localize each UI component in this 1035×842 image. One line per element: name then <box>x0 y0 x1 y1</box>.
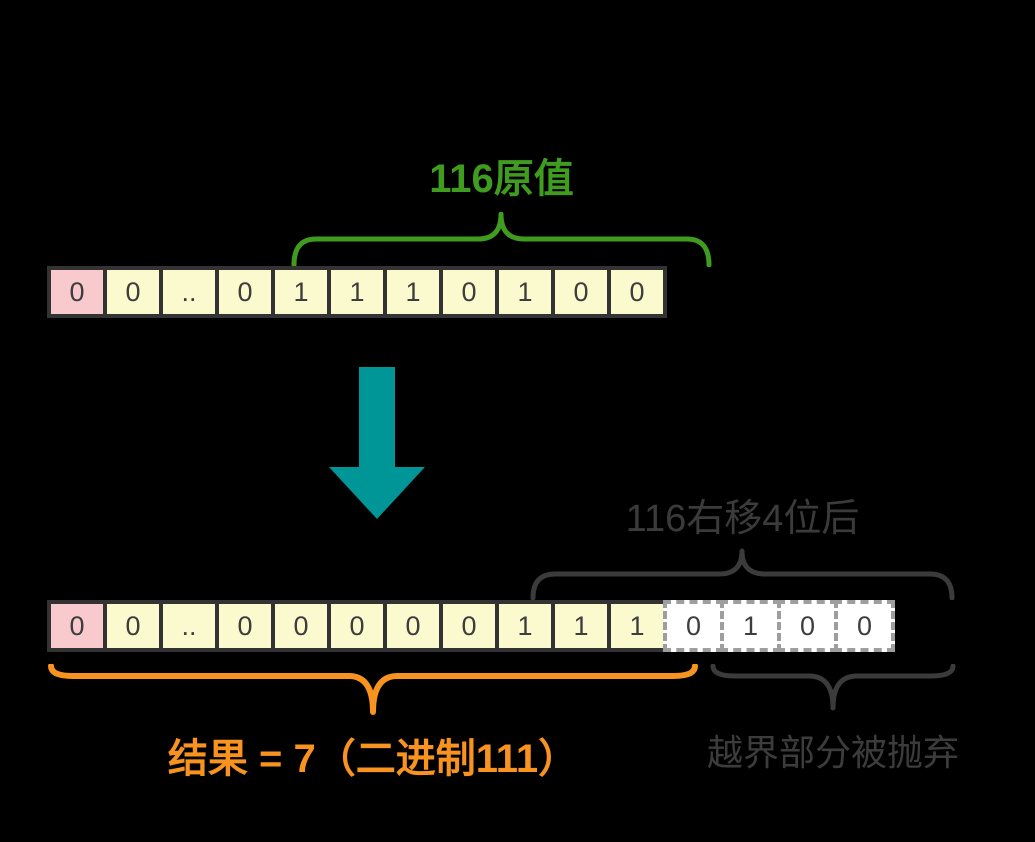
shifted-value-brace <box>530 548 955 600</box>
bit-cell: 1 <box>495 600 555 652</box>
bit-cell: 1 <box>495 266 555 318</box>
down-arrow-icon <box>329 367 425 519</box>
shifted-bit-row: 0 0 .. 0 0 0 0 0 1 1 1 0 1 0 0 <box>47 600 895 652</box>
bit-cell: 0 <box>607 266 667 318</box>
bit-cell: 0 <box>215 600 275 652</box>
bit-cell: 1 <box>271 266 331 318</box>
shift-operation-arrow <box>329 367 425 519</box>
sign-bit-cell: 0 <box>47 600 107 652</box>
brace-down-icon <box>48 664 698 715</box>
bit-cell: 0 <box>439 266 499 318</box>
bit-cell: 0 <box>103 600 163 652</box>
bit-cell: 0 <box>215 266 275 318</box>
bit-cell: 0 <box>103 266 163 318</box>
bit-cell: 0 <box>439 600 499 652</box>
discarded-brace <box>710 664 956 712</box>
result-label: 结果 = 7（二进制111） <box>167 737 579 781</box>
bit-cell: 0 <box>327 600 387 652</box>
discarded-bit-cell: 1 <box>720 600 781 652</box>
discarded-label: 越界部分被抛弃 <box>706 732 959 773</box>
brace-down-icon <box>710 664 956 711</box>
bit-cell: 0 <box>383 600 443 652</box>
bit-cell: 1 <box>327 266 387 318</box>
discarded-bit-cell: 0 <box>663 600 724 652</box>
bit-cell: 1 <box>383 266 443 318</box>
shifted-value-label: 116右移4位后 <box>625 498 860 540</box>
bit-cell: 1 <box>551 600 611 652</box>
bit-cell: 0 <box>551 266 611 318</box>
result-brace <box>47 664 699 716</box>
bit-cell: .. <box>159 600 219 652</box>
brace-up-icon <box>291 212 712 267</box>
sign-bit-cell: 0 <box>47 266 107 318</box>
bit-cell: 1 <box>607 600 667 652</box>
original-value-brace <box>291 212 712 267</box>
bit-cell: 0 <box>271 600 331 652</box>
discarded-bit-cell: 0 <box>834 600 895 652</box>
original-bit-row: 0 0 .. 0 1 1 1 0 1 0 0 <box>47 266 667 318</box>
original-value-label: 116原值 <box>429 157 574 201</box>
discarded-bit-cell: 0 <box>777 600 838 652</box>
brace-up-icon <box>530 548 955 600</box>
bit-cell: .. <box>159 266 219 318</box>
